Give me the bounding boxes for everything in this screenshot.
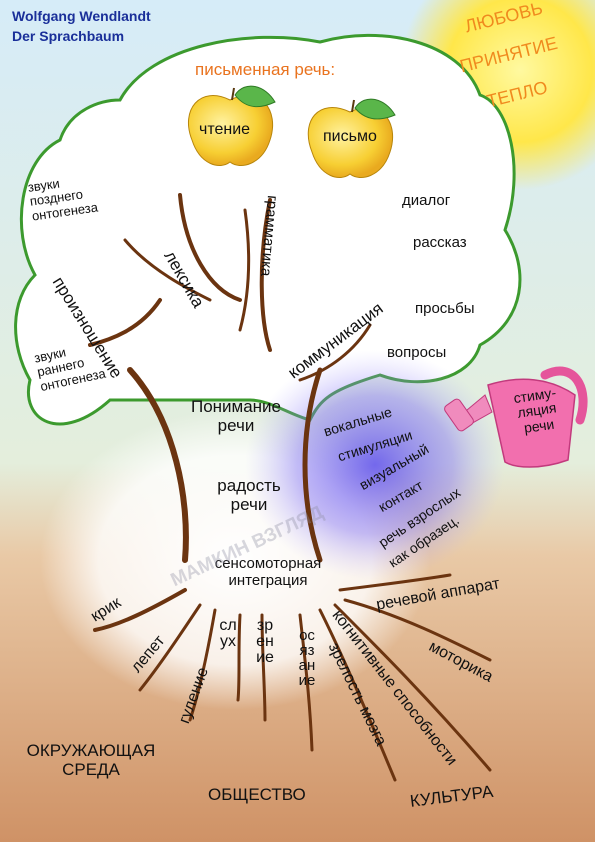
environment-label: ОКРУЖАЮЩАЯ СРЕДА <box>26 741 156 779</box>
apple-writing <box>307 98 396 178</box>
root-hearing-label: слух <box>219 617 237 650</box>
root-touch-label: осязание <box>298 627 316 689</box>
questions-label: вопросы <box>387 344 447 361</box>
late-sounds-label: звуки позднего онтогенеза <box>26 175 99 224</box>
tree-roots <box>93 573 492 782</box>
requests-label: просьбы <box>415 300 475 317</box>
author-name: Wolfgang Wendlandt <box>12 8 151 24</box>
apple-reading-label: чтение <box>199 121 251 138</box>
written-speech-label: письменная речь: <box>195 60 336 79</box>
poster-title: Der Sprachbaum <box>12 28 125 44</box>
stimulation-glow <box>245 350 505 580</box>
dialog-label: диалог <box>402 192 451 209</box>
apple-reading <box>187 85 276 166</box>
tree-trunk <box>88 193 372 563</box>
apple-writing-label: письмо <box>323 128 377 145</box>
sensomotor-label: сенсомоторная интеграция <box>214 555 322 589</box>
society-label: ОБЩЕСТВО <box>208 785 306 804</box>
joy-label: радость речи <box>217 476 281 514</box>
story-label: рассказ <box>413 234 467 251</box>
understanding-label: Понимание речи <box>190 397 282 435</box>
root-vision-label: зрение <box>256 617 274 666</box>
watering-can <box>444 366 588 468</box>
